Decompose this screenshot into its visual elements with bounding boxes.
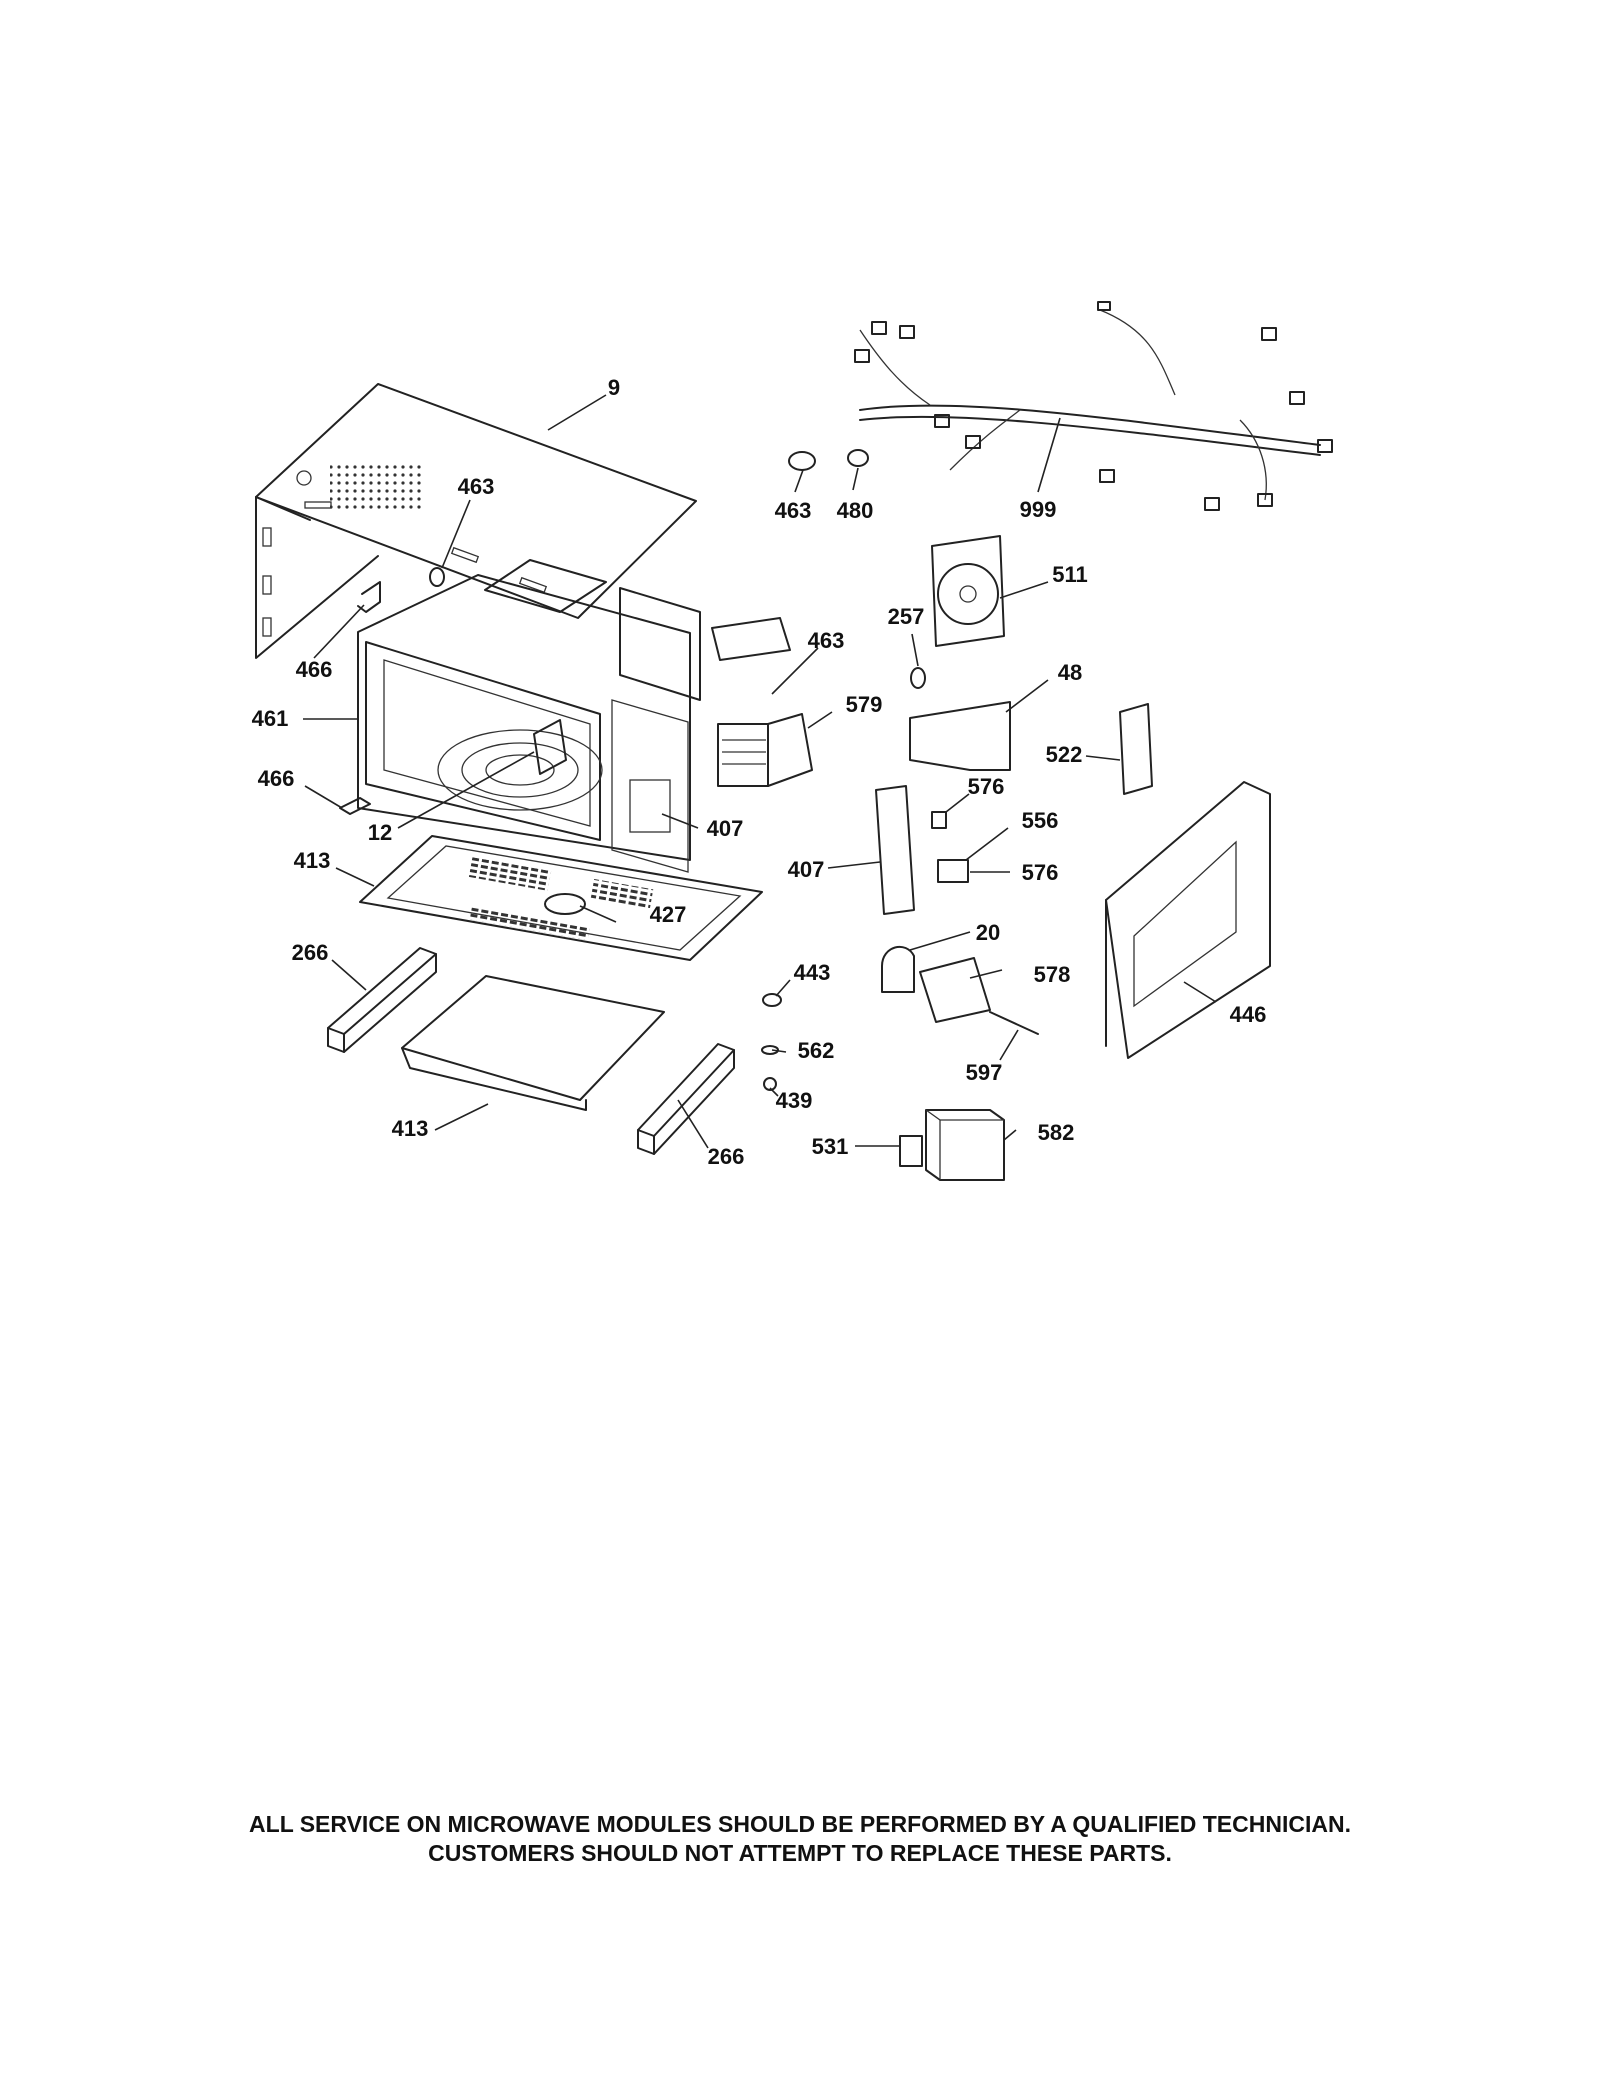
callout-531: 531 bbox=[812, 1134, 849, 1159]
clip-part bbox=[429, 567, 445, 587]
callout-597: 597 bbox=[966, 1060, 1003, 1085]
base-plate-part bbox=[359, 835, 763, 961]
filter-part bbox=[1119, 703, 1153, 795]
callout-463-top: 463 bbox=[458, 474, 495, 499]
side-panel-part bbox=[1105, 781, 1271, 1059]
magnetron-part bbox=[711, 617, 813, 787]
thermal-cutout-part bbox=[761, 993, 782, 1091]
callout-463-mid: 463 bbox=[808, 628, 845, 653]
stirrer-part bbox=[533, 719, 567, 775]
callout-413-upper: 413 bbox=[294, 848, 331, 873]
bracket-upper-part bbox=[357, 581, 381, 613]
service-notice-line-1: ALL SERVICE ON MICROWAVE MODULES SHOULD … bbox=[249, 1811, 1351, 1837]
callout-579: 579 bbox=[846, 692, 883, 717]
callout-466-lower: 466 bbox=[258, 766, 295, 791]
clip-257-part bbox=[910, 667, 926, 689]
rail-right-part bbox=[637, 1043, 735, 1155]
callout-407-cavity: 407 bbox=[707, 816, 744, 841]
service-notice-line-2: CUSTOMERS SHOULD NOT ATTEMPT TO REPLACE … bbox=[428, 1840, 1172, 1866]
callout-999: 999 bbox=[1020, 497, 1057, 522]
fan-part bbox=[931, 535, 1005, 647]
callout-257: 257 bbox=[888, 604, 925, 629]
callout-562: 562 bbox=[798, 1038, 835, 1063]
front-frame-part bbox=[357, 559, 701, 873]
callout-266-left: 266 bbox=[292, 940, 329, 965]
callout-12: 12 bbox=[368, 820, 392, 845]
wire-harness-part bbox=[854, 301, 1333, 511]
callout-439: 439 bbox=[776, 1088, 813, 1113]
capacitor-part bbox=[881, 945, 1039, 1035]
callout-522: 522 bbox=[1046, 742, 1083, 767]
callout-576-upper: 576 bbox=[968, 774, 1005, 799]
callout-labels: 9 463 466 461 466 12 413 407 427 266 413 266 463 480 9… bbox=[252, 375, 1267, 1169]
clip-small-part bbox=[788, 451, 816, 471]
switch-part bbox=[931, 811, 969, 883]
bracket-lower-part bbox=[339, 797, 371, 815]
callout-578: 578 bbox=[1034, 962, 1071, 987]
callout-466-upper: 466 bbox=[296, 657, 333, 682]
callout-48: 48 bbox=[1058, 660, 1082, 685]
callout-461: 461 bbox=[252, 706, 289, 731]
transformer-part bbox=[899, 1109, 1005, 1181]
callout-20: 20 bbox=[976, 920, 1000, 945]
callout-413-lower: 413 bbox=[392, 1116, 429, 1141]
callout-463-small: 463 bbox=[775, 498, 812, 523]
callout-446: 446 bbox=[1230, 1002, 1267, 1027]
callout-556: 556 bbox=[1022, 808, 1059, 833]
callout-576-lower: 576 bbox=[1022, 860, 1059, 885]
tray-part bbox=[401, 975, 665, 1111]
callout-266-right: 266 bbox=[708, 1144, 745, 1169]
leader-lines bbox=[303, 394, 1217, 1149]
duct-part bbox=[909, 701, 1011, 771]
callout-427: 427 bbox=[650, 902, 687, 927]
sensor-480-part bbox=[847, 449, 869, 467]
callout-582: 582 bbox=[1038, 1120, 1075, 1145]
control-board-part bbox=[875, 785, 915, 915]
rail-left-part bbox=[327, 947, 437, 1053]
callout-511: 511 bbox=[1052, 562, 1088, 587]
callout-9: 9 bbox=[608, 375, 620, 400]
callout-407-board: 407 bbox=[788, 857, 825, 882]
callout-480: 480 bbox=[837, 498, 874, 523]
callout-443: 443 bbox=[794, 960, 831, 985]
service-notice: ALL SERVICE ON MICROWAVE MODULES SHOULD … bbox=[0, 1810, 1600, 1868]
